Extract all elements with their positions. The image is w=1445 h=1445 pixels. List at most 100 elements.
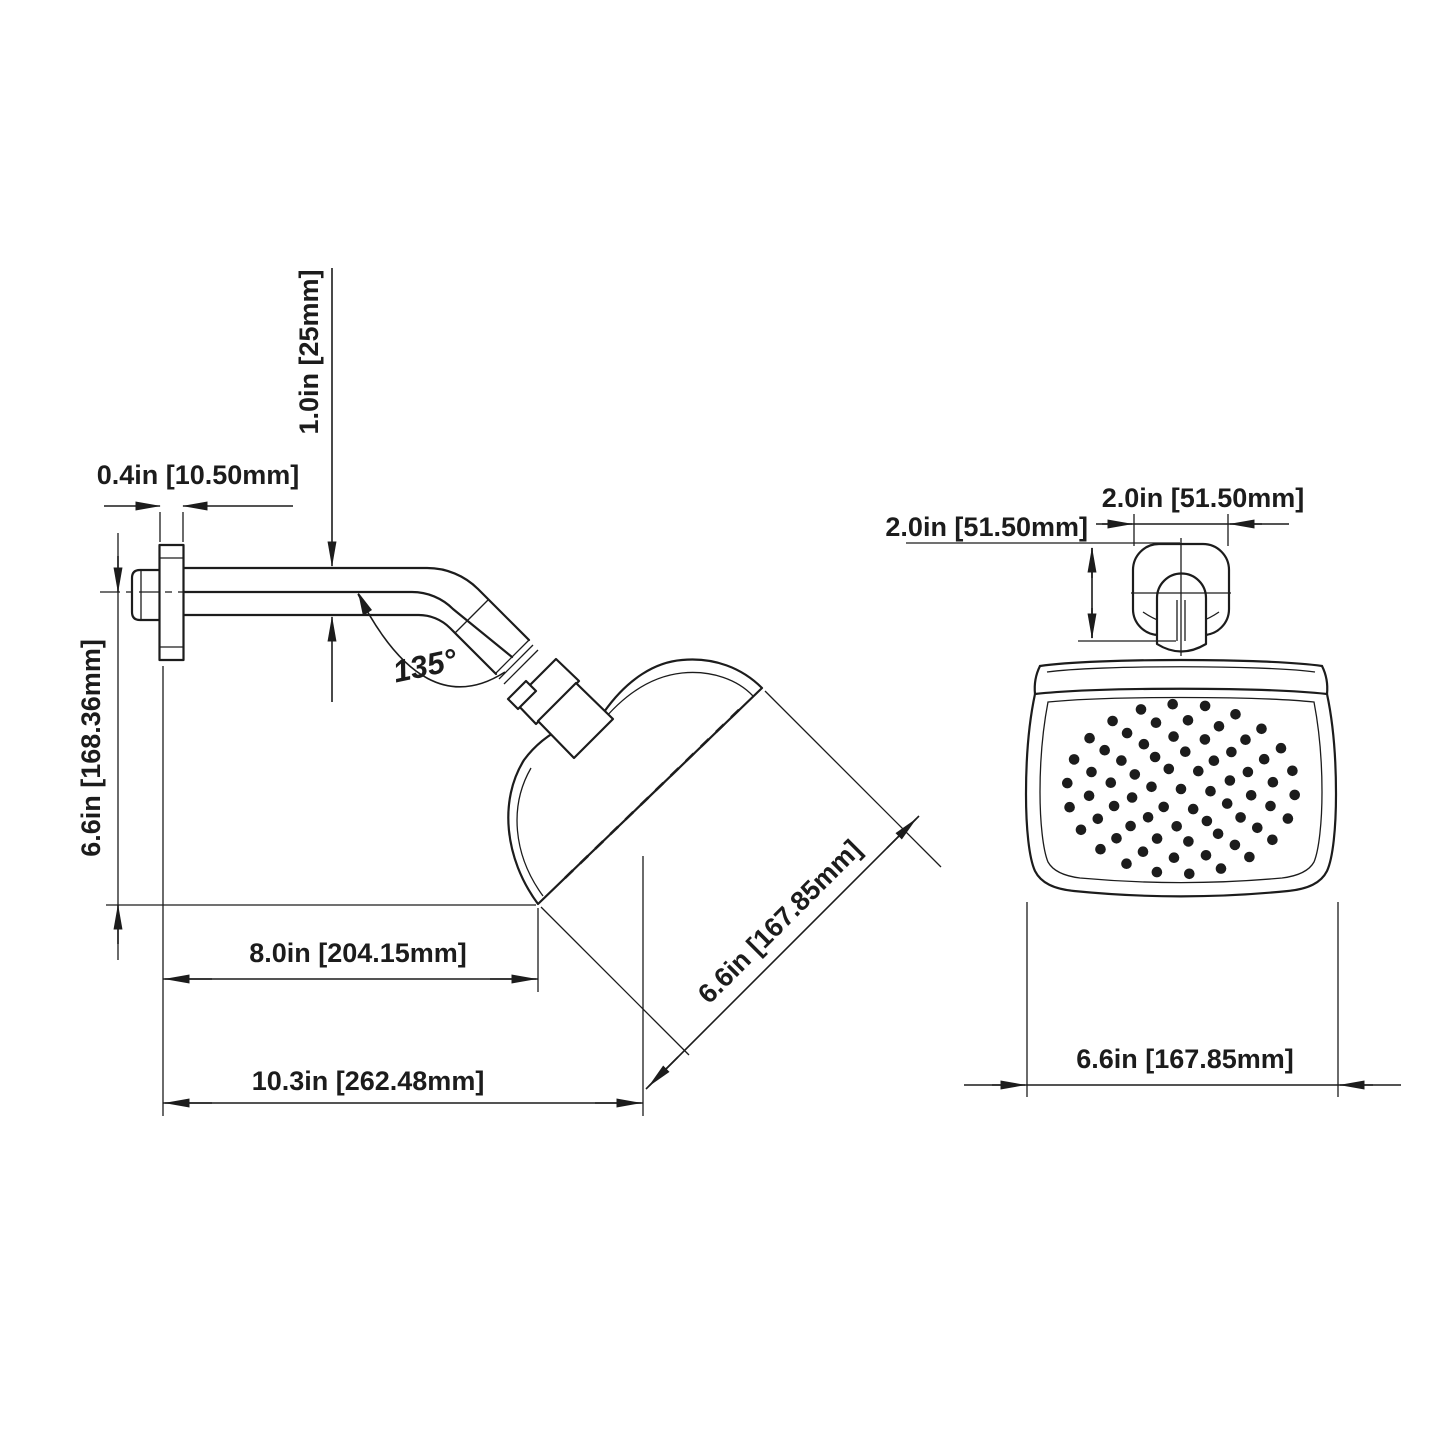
nozzle-dot: [1175, 783, 1187, 795]
nozzle-dot: [1235, 812, 1246, 823]
dim-label-centerline-to-bottom: 6.6in [168.36mm]: [76, 639, 106, 857]
dim-arrow-upper: [886, 818, 917, 849]
nozzle-dot: [1240, 734, 1251, 745]
nozzle-dot: [1224, 775, 1236, 786]
head-mount-block: [536, 681, 615, 760]
nozzle-dot: [1212, 828, 1224, 840]
nozzle-dot: [1180, 746, 1191, 757]
arm-head-connector: [498, 644, 615, 760]
shower-arm: [181, 566, 531, 676]
nozzle-dot: [1182, 715, 1194, 726]
arm-end-joint-line: [494, 639, 530, 675]
escutcheon-steps: [159, 557, 184, 648]
dim-flange-drop: 2.0in [51.50mm]: [885, 512, 1180, 642]
dim-label-head-width: 6.6in [167.85mm]: [1076, 1044, 1294, 1074]
nozzle-dots: [1062, 698, 1300, 880]
nozzle-dot: [1226, 746, 1237, 758]
nozzle-dot: [1215, 863, 1227, 874]
nozzle-dot: [1201, 815, 1213, 827]
dim-label-flange-thickness: 0.4in [10.50mm]: [97, 460, 300, 490]
nozzle-dot: [1068, 754, 1080, 765]
nozzle-dot: [1230, 709, 1241, 720]
nozzle-dot: [1184, 868, 1195, 880]
nozzle-dot: [1064, 801, 1075, 813]
head-rim-inner-line: [599, 671, 754, 725]
arm-bend-joint-line: [454, 598, 490, 634]
nozzle-dot: [1267, 834, 1278, 846]
nozzle-dot: [1075, 824, 1087, 836]
nozzle-dot: [1129, 769, 1141, 780]
nozzle-dot: [1137, 846, 1149, 857]
nozzle-dot: [1135, 704, 1147, 715]
dim-overall-depth: 10.3in [262.48mm]: [163, 856, 644, 1116]
connector-collar-band: [498, 644, 534, 680]
nozzle-dot: [1282, 813, 1294, 824]
nozzle-dot: [1107, 715, 1118, 727]
spray-plate-outline: [1039, 696, 1323, 884]
nozzle-dot: [1116, 755, 1127, 766]
connector-collar-line: [503, 649, 539, 685]
angle-arc: [357, 593, 506, 688]
dim-extension-lines: [1133, 514, 1229, 546]
head-back-inner-line: [516, 767, 544, 897]
nozzle-dot: [1125, 820, 1136, 832]
arm-top-edge: [181, 566, 531, 642]
nozzle-dot: [1086, 766, 1097, 778]
nozzle-dot: [1200, 850, 1212, 861]
arm-seam-line: [181, 590, 514, 659]
nozzle-dot: [1205, 785, 1216, 797]
head-cap-left-end: [1033, 664, 1042, 696]
nozzle-dot: [1099, 744, 1110, 756]
nozzle-dot: [1245, 790, 1257, 801]
front-view: 2.0in [51.50mm] 2.0in [51.50mm] 6.6in [1…: [885, 483, 1401, 1097]
nozzle-dot: [1221, 798, 1233, 809]
dim-label-wall-to-face-tip: 8.0in [204.15mm]: [249, 938, 467, 968]
nozzle-dot: [1167, 698, 1178, 710]
nozzle-dot: [1151, 833, 1163, 844]
head-cap-top-edge: [1038, 658, 1324, 668]
nozzle-dot: [1187, 803, 1199, 815]
diag-extension-lower: [540, 906, 690, 1056]
nozzle-dot: [1062, 777, 1073, 789]
nozzle-dot: [1183, 836, 1194, 847]
nozzle-dot: [1171, 821, 1182, 832]
nozzle-dot: [1149, 751, 1161, 763]
head-cap-double-line: [1046, 666, 1316, 673]
tube-inner-lines: [1176, 600, 1186, 641]
wall-flange-side: [100, 543, 210, 662]
nozzle-dot: [1199, 734, 1211, 745]
dim-label-flange-width: 2.0in [51.50mm]: [1102, 483, 1305, 513]
nozzle-dot: [1121, 858, 1132, 869]
nozzle-dot: [1168, 731, 1179, 742]
nozzle-dot: [1163, 763, 1175, 775]
nozzle-dot: [1083, 790, 1095, 802]
nozzle-dot: [1146, 781, 1157, 793]
nozzle-dot: [1258, 753, 1270, 765]
dim-arrow-lower: [648, 1056, 679, 1087]
dim-wall-to-face-tip: 8.0in [204.15mm]: [162, 666, 539, 1116]
nozzle-dot: [1213, 721, 1225, 732]
nozzle-dot: [1193, 765, 1204, 777]
nozzle-dot: [1095, 843, 1106, 855]
nozzle-dot: [1084, 732, 1095, 744]
dim-head-width: 6.6in [167.85mm]: [964, 902, 1401, 1097]
dim-extension-lines: [159, 512, 184, 542]
head-cap-right-end: [1320, 664, 1329, 696]
nozzle-dot: [1142, 812, 1154, 823]
nozzle-dot: [1275, 742, 1287, 754]
dim-centerline-to-bottom: 6.6in [168.36mm]: [76, 533, 536, 960]
nozzle-dot: [1289, 789, 1300, 801]
nozzle-dot: [1252, 822, 1263, 834]
dim-label-overall-depth: 10.3in [262.48mm]: [252, 1066, 485, 1096]
nozzle-dot: [1208, 755, 1220, 766]
nozzle-dot: [1092, 813, 1104, 825]
arm-nipple: [130, 568, 165, 622]
nozzle-dot: [1105, 777, 1117, 788]
dim-line: [645, 815, 920, 1090]
nozzle-dot: [1287, 765, 1298, 777]
nozzle-dot: [1229, 839, 1241, 851]
dim-flange-width: 2.0in [51.50mm]: [1096, 483, 1304, 546]
arm-bottom-edge: [181, 613, 498, 676]
